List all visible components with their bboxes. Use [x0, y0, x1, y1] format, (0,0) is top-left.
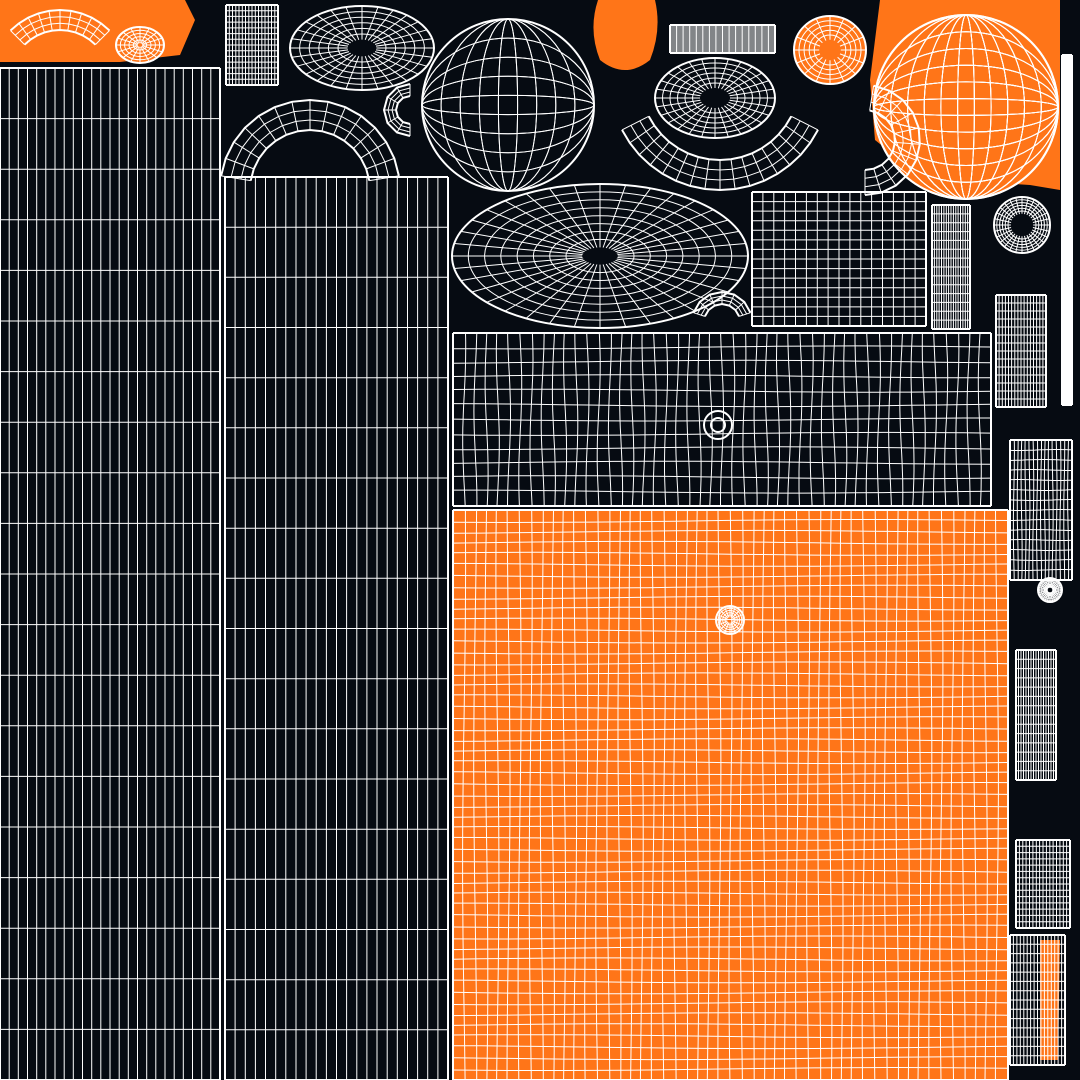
island-cap-orange-small: [793, 15, 867, 85]
island-sphere-orange-right: [873, 14, 1059, 200]
island-oval-large: [451, 183, 749, 329]
island-oval-mid-right: [1037, 577, 1063, 603]
island-grid-small-square: [1009, 439, 1073, 581]
fill-sphere-orange-right: [874, 15, 1058, 199]
island-grid-center-upper: [452, 332, 992, 507]
island-arc-band: [382, 83, 411, 137]
island-tall-grid-left: [0, 67, 221, 1080]
island-arc-band: [220, 98, 400, 182]
island-grid-small-square: [225, 4, 279, 86]
island-grid-small-square: [751, 191, 927, 327]
fill-orange-chip-top: [608, 5, 634, 65]
fill-orange-strip-top-left: [0, 0, 195, 62]
island-arc-band: [864, 84, 921, 196]
island-oval-top: [289, 5, 435, 91]
island-cap-orange-small: [115, 26, 165, 64]
island-grid-small-square: [669, 24, 776, 54]
island-grid-small-square: [1015, 649, 1057, 781]
island-arc-band: [692, 290, 752, 317]
island-grid-small-square: [1015, 839, 1071, 929]
island-tall-grid-middle: [224, 176, 449, 1080]
island-arc-band: [9, 8, 111, 46]
island-arc-band: [621, 115, 819, 192]
island-grid-small-square: [1009, 934, 1066, 1066]
island-cap-orange-small: [715, 605, 745, 635]
island-grid-center-orange: [452, 509, 1009, 1080]
island-sphere-center: [421, 18, 595, 192]
island-oval-mid-right: [654, 57, 776, 139]
wire-layer: [0, 4, 1073, 1080]
island-grid-small-square: [931, 204, 971, 330]
island-oval-mid-right: [993, 196, 1051, 254]
island-grid-small-square: [995, 294, 1047, 408]
island-grid-small-square: [1061, 54, 1073, 406]
